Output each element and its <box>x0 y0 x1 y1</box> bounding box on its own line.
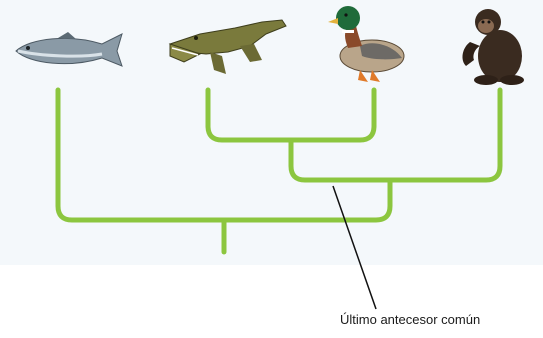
common-ancestor-label: Último antecesor común <box>340 312 480 327</box>
